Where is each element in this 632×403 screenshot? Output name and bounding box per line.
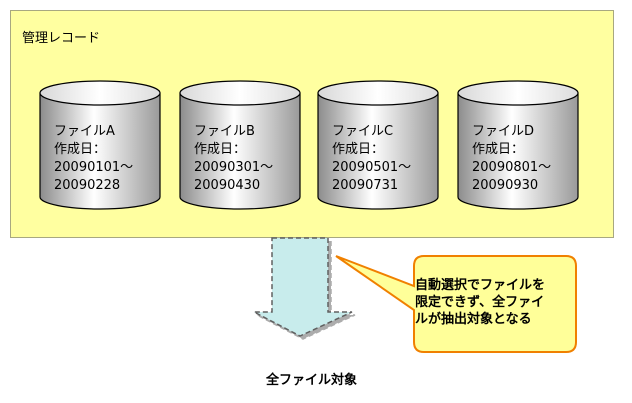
date-start: 20090301～ [194,160,274,175]
file-name: ファイルA [54,124,115,139]
created-label: 作成日： [332,142,385,157]
date-end: 20090930 [472,178,539,193]
date-end: 20090430 [194,178,261,193]
created-label: 作成日： [472,142,525,157]
callout-line: 限定できず、全ファイ [415,295,545,310]
created-label: 作成日： [194,142,247,157]
date-end: 20090228 [54,178,121,193]
callout-line: 自動選択でファイルを [415,278,546,293]
panel-title: 管理レコード [22,31,101,46]
file-b-drum: ファイルB 作成日： 20090301～ 20090430 [178,79,302,211]
file-d-drum: ファイルD 作成日： 20090801～ 20090930 [456,79,580,211]
file-c-drum: ファイルC 作成日： 20090501～ 20090731 [316,79,440,211]
date-start: 20090501～ [332,160,412,175]
down-arrow-icon [253,237,353,337]
callout-line: ルが抽出対象となる [415,312,532,327]
date-start: 20090801～ [472,160,552,175]
callout-bubble [335,255,577,353]
file-name: ファイルB [194,124,255,139]
date-end: 20090731 [332,178,399,193]
file-a-drum: ファイルA 作成日： 20090101～ 20090228 [38,79,162,211]
callout-text: 自動選択でファイルを 限定できず、全ファイ ルが抽出対象となる [415,277,565,328]
date-start: 20090101～ [54,160,134,175]
created-label: 作成日： [54,142,107,157]
target-label: 全ファイル対象 [266,373,358,388]
file-name: ファイルD [472,124,535,139]
file-name: ファイルC [332,124,394,139]
